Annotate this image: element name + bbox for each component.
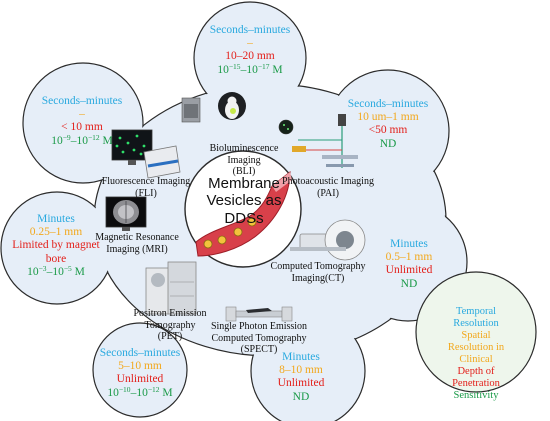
sens-unit: M <box>159 386 173 399</box>
spect-resolution: 8–10 mm <box>279 364 323 377</box>
pet-sensitivity: 10−10–10−12 M <box>100 384 181 400</box>
sens-base: –10 <box>240 63 258 76</box>
modality-name: (PAI) <box>317 187 339 199</box>
bli-label: Bioluminescence Imaging (BLI) <box>210 143 279 178</box>
mri-resolution: 0.25–1 mm <box>29 226 83 239</box>
spect-stats: Minutes 8–10 mm Unlimited ND <box>278 351 325 404</box>
sens-base: 10 <box>27 265 39 278</box>
pet-stats: Seconds–minutes 5–10 mm Unlimited 10−10–… <box>100 347 181 400</box>
spect-depth: Unlimited <box>277 377 325 390</box>
bli-resolution: – <box>247 37 253 50</box>
mri-depth: Limited by magnet bore <box>12 239 100 265</box>
sens-base: –10 <box>70 134 88 147</box>
blood-vessel-vesicles-icon <box>195 170 292 257</box>
modality-name: Imaging (MRI) <box>106 243 168 255</box>
bli-sensitivity: 10−15–10−17 M <box>210 61 291 77</box>
legend-sensitivity: Sensitivity <box>453 390 499 402</box>
legend: Temporal Resolution Spatial Resolution i… <box>439 306 513 403</box>
mouse-imaging-box-icon <box>181 92 246 123</box>
modality-name: Single Photon Emission <box>210 321 308 332</box>
mri-label: Magnetic Resonance Imaging (MRI) <box>95 232 179 255</box>
sens-base: 10 <box>217 63 229 76</box>
ct-resolution: 0.5–1 mm <box>385 251 433 264</box>
pet-temporal: Seconds–minutes <box>99 347 181 359</box>
modality-name: Computed Tomography <box>270 261 366 272</box>
fli-label: Fluorescence Imaging (FLI) <box>102 176 191 199</box>
ct-temporal: Minutes <box>390 238 428 250</box>
legend-circle <box>415 271 537 393</box>
sens-exp: −17 <box>257 61 270 71</box>
pai-temporal: Seconds–minutes <box>347 98 429 110</box>
mri-stats: Minutes 0.25–1 mm Limited by magnet bore… <box>11 213 101 279</box>
modality-name: Computed Tomography <box>211 332 307 344</box>
sens-exp: −3 <box>38 263 47 273</box>
fli-resolution: – <box>79 108 85 121</box>
sens-exp: −15 <box>228 61 241 71</box>
sens-exp: −10 <box>118 384 131 394</box>
spect-label: Single Photon Emission Computed Tomograp… <box>211 321 307 356</box>
modality-name: Tomography <box>144 319 196 331</box>
pet-depth: Unlimited <box>116 373 164 386</box>
fluorescence-monitor-icon <box>111 129 181 179</box>
sens-exp: −12 <box>147 384 160 394</box>
bli-depth: 10–20 mm <box>225 50 275 63</box>
modality-name: (PET) <box>157 331 183 342</box>
center-title-line: Vesicles as <box>206 192 282 210</box>
sens-unit: M <box>71 265 85 278</box>
modality-name: Bioluminescence <box>209 143 279 154</box>
pai-resolution: 10 um–1 mm <box>357 111 419 124</box>
modality-name: Magnetic Resonance <box>95 232 179 243</box>
legend-depth: Depth of Penetration <box>452 366 500 390</box>
center-title-line: Membrane <box>208 175 280 192</box>
ct-stats: Minutes 0.5–1 mm Unlimited ND <box>386 238 433 291</box>
sens-base: 10 <box>107 386 119 399</box>
fli-stats: Seconds–minutes – < 10 mm 10−9–10−12 M <box>42 95 123 148</box>
pai-sensitivity: ND <box>379 137 397 150</box>
sens-base: –10 <box>46 265 64 278</box>
sens-base: 10 <box>51 134 63 147</box>
legend-spatial: Spatial Resolution in Clinical <box>447 330 505 366</box>
pai-depth: <50 mm <box>368 124 408 137</box>
sens-unit: M <box>269 63 283 76</box>
fli-temporal: Seconds–minutes <box>41 95 123 107</box>
modality-name: Imaging(CT) <box>291 272 345 284</box>
modality-name: Imaging <box>227 154 261 166</box>
ct-sensitivity: ND <box>400 277 418 290</box>
mri-temporal: Minutes <box>37 213 75 225</box>
ct-label: Computed Tomography Imaging(CT) <box>271 261 366 284</box>
spect-temporal: Minutes <box>282 351 320 363</box>
center-title: Membrane Vesicles as DDSs <box>206 175 281 227</box>
sens-base: –10 <box>130 386 148 399</box>
spect-sensitivity: ND <box>292 390 310 403</box>
sens-exp: −9 <box>62 132 71 142</box>
spect-bed-icon <box>225 306 293 322</box>
mri-sensitivity: 10−3–10−5 M <box>11 263 101 279</box>
modality-name: (SPECT) <box>240 344 278 355</box>
fli-depth: < 10 mm <box>61 121 103 134</box>
modality-name: (BLI) <box>232 166 256 177</box>
center-title-line: DDSs <box>224 209 264 227</box>
brain-scan-monitor-icon <box>105 196 147 231</box>
sens-unit: M <box>99 134 113 147</box>
bli-temporal: Seconds–minutes <box>209 24 291 36</box>
pet-scanner-icon <box>145 261 197 315</box>
ct-scanner-icon <box>290 219 366 261</box>
sens-exp: −5 <box>63 263 72 273</box>
fli-sensitivity: 10−9–10−12 M <box>42 132 123 148</box>
modality-name: Fluorescence Imaging <box>101 176 191 187</box>
sens-exp: −12 <box>87 132 100 142</box>
pai-label: Photoacoustic Imaging (PAI) <box>282 176 374 199</box>
pet-resolution: 5–10 mm <box>118 360 162 373</box>
pai-stats: Seconds–minutes 10 um–1 mm <50 mm ND <box>348 98 429 151</box>
laser-microscope-icon <box>278 114 358 168</box>
modality-name: Positron Emission <box>133 308 207 319</box>
bli-stats: Seconds–minutes – 10–20 mm 10−15–10−17 M <box>210 24 291 77</box>
legend-temporal: Temporal Resolution <box>453 306 499 330</box>
modality-name: (FLI) <box>135 187 157 199</box>
ct-depth: Unlimited <box>385 264 433 277</box>
pet-label: Positron Emission Tomography (PET) <box>133 308 206 343</box>
modality-name: Photoacoustic Imaging <box>282 176 374 187</box>
